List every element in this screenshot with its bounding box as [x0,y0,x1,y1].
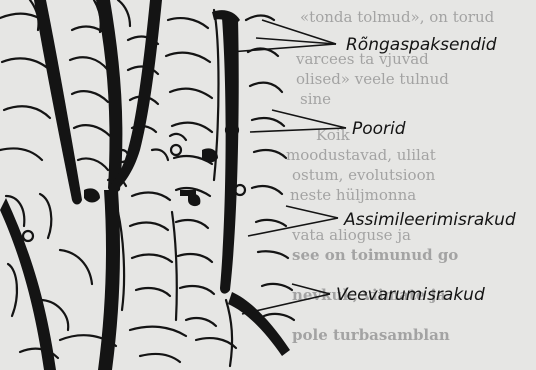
label-ring-fibers: Rõngaspaksendid [346,35,497,55]
bg-line-4: sine [300,90,331,108]
leader-water-2 [242,294,330,314]
bg-line-7: ostum, evolutsioon [292,166,436,184]
label-assimilation-cells: Assimileerimisrakud [343,210,516,230]
leader-ring-1 [256,38,336,44]
label-pores: Poorid [352,119,406,139]
label-water-storage-cells: Veevarumisrakud [336,285,485,305]
bg-line-8: neste hüljmonna [290,186,416,204]
bg-line-6: moodustavad, ulilat [286,146,436,164]
bg-line-1: «tonda tolmud», on torud [300,8,495,26]
bg-line-12: pole turbasamblan [292,326,450,344]
bg-line-3: olised» veele tulnud [296,70,449,88]
leader-assim-1 [286,206,338,218]
assimilation-cells [0,0,290,370]
bg-line-10: see on toimunud go [292,246,458,264]
